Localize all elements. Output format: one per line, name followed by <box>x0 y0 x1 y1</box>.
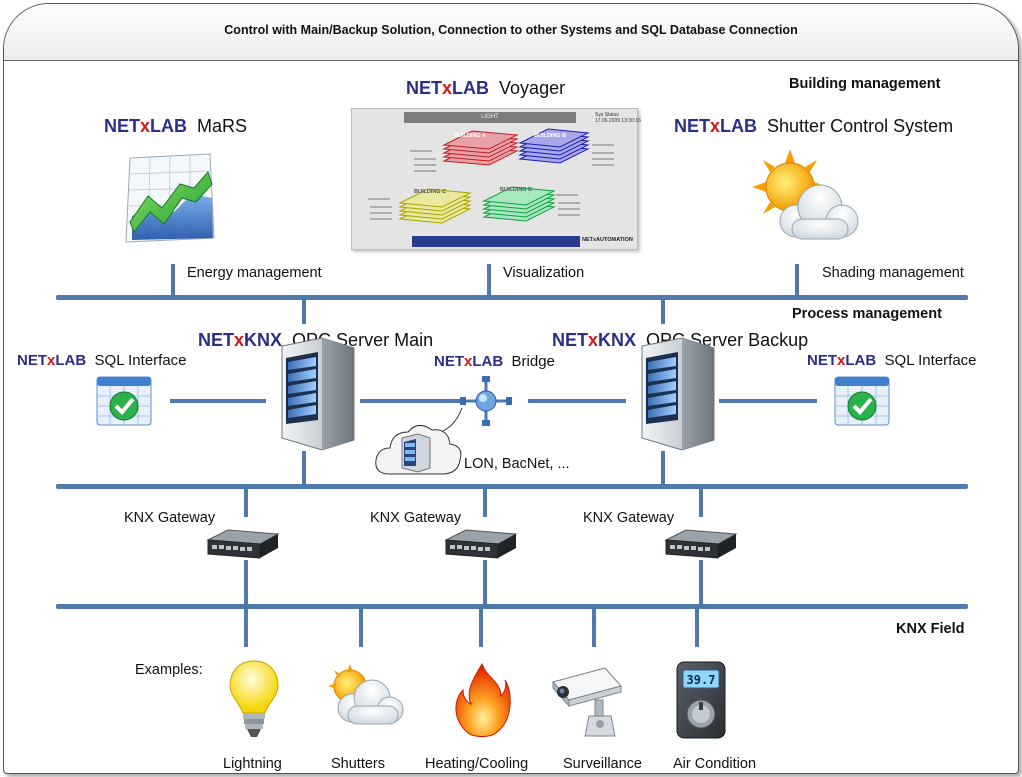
device-label-air-condition: Air Condition <box>673 756 757 772</box>
header-title: Control with Main/Backup Solution, Conne… <box>224 23 798 37</box>
gateway2-label: KNX Gateway <box>370 510 462 526</box>
device-label-surveillance: Surveillance <box>563 756 642 772</box>
lightning-drop <box>244 607 248 647</box>
flame-icon <box>455 662 511 737</box>
sql-right-title: NETxLAB SQL Interface <box>807 352 977 369</box>
gateway2-switch-icon <box>444 529 518 559</box>
header-bar: Control with Main/Backup Solution, Conne… <box>4 4 1018 61</box>
sql-check-icon-right <box>834 376 890 426</box>
device-label-heating-cooling: Heating/Cooling <box>425 756 529 772</box>
gateway3-switch-icon <box>664 529 738 559</box>
aircon-drop <box>695 607 699 647</box>
gateway3-downlink <box>699 560 703 604</box>
bridge-title: NETxLAB Bridge <box>434 353 555 370</box>
voyager-screenshot: LIGHT Sys Status 17.06.2009 13:30:16 <box>351 108 641 250</box>
process-bus <box>56 484 968 489</box>
surveillance-camera-icon <box>552 667 622 737</box>
section-process-management: Process management <box>792 306 942 322</box>
network-cloud-icon <box>375 407 463 475</box>
opc-main-uplink <box>302 298 306 324</box>
voyager-toolbar <box>412 236 580 247</box>
opc-backup-uplink <box>661 298 665 324</box>
gateway1-downlink <box>244 560 248 604</box>
gateway2-uplink <box>483 487 487 517</box>
visualization-link <box>487 264 491 297</box>
shutters-drop <box>359 607 363 647</box>
opc-backup-downlink <box>661 451 665 486</box>
voyager-status: Sys Status 17.06.2009 13:30:16 <box>595 112 641 124</box>
main-bridge-link <box>360 399 460 403</box>
surveillance-drop <box>592 607 596 647</box>
heating-drop <box>479 607 483 647</box>
shutter-name: Shutter Control System <box>767 116 954 136</box>
energy-link <box>171 264 175 297</box>
gateway3-label: KNX Gateway <box>583 510 675 526</box>
mars-title: NETxLAB MaRS <box>104 116 247 137</box>
energy-management-label: Energy management <box>187 265 322 281</box>
visualization-label: Visualization <box>503 265 585 281</box>
opc-main-title: NETxKNX OPC Server Main <box>198 330 433 351</box>
voyager-building-b: BUILDING B <box>534 133 567 139</box>
netxlab-logo-mars: NETxLAB <box>104 116 188 136</box>
device-label-shutters: Shutters <box>331 756 385 772</box>
sql-right-name: SQL Interface <box>884 352 977 369</box>
voyager-footer-brand: NETxAUTOMATION <box>582 237 633 243</box>
mars-name: MaRS <box>197 116 248 136</box>
sql-left-title: NETxLAB SQL Interface <box>17 352 187 369</box>
shading-management-label: Shading management <box>822 265 964 281</box>
shutters-weather-icon <box>328 664 404 725</box>
netxknx-logo-main: NETxKNX <box>198 330 283 350</box>
opc-main-downlink <box>302 451 306 486</box>
sql-right-link <box>719 399 817 403</box>
voyager-building-d: BUILDING D <box>500 187 533 193</box>
gateway1-label: KNX Gateway <box>124 510 216 526</box>
sql-left-name: SQL Interface <box>94 352 187 369</box>
device-label-lightning: Lightning <box>223 756 282 772</box>
sun-cloud-icon <box>752 149 859 240</box>
netxlab-logo-voyager: NETxLAB <box>406 78 490 98</box>
section-building-management: Building management <box>789 76 941 92</box>
section-knx-field: KNX Field <box>896 621 965 637</box>
examples-label: Examples: <box>135 662 203 678</box>
chart-icon <box>125 153 215 243</box>
bridge-name: Bridge <box>511 353 555 370</box>
knx-field-bus <box>56 604 968 609</box>
voyager-name: Voyager <box>499 78 566 98</box>
building-management-bus <box>56 295 968 300</box>
gateway2-downlink <box>483 560 487 604</box>
thermostat-display: 39.7 <box>686 673 716 687</box>
shading-link <box>795 264 799 297</box>
opc-main-server-icon <box>281 337 355 451</box>
gateway1-switch-icon <box>206 529 280 559</box>
building-stack-graphic <box>368 128 614 224</box>
shutter-title: NETxLAB Shutter Control System <box>674 116 953 137</box>
voyager-title: NETxLAB Voyager <box>406 78 565 99</box>
thermostat-icon <box>676 661 726 739</box>
light-bulb-icon <box>229 660 279 737</box>
bridge-hub-icon <box>460 376 512 426</box>
netxlab-logo-sql-right: NETxLAB <box>807 352 877 369</box>
gateway3-uplink <box>699 487 703 517</box>
netxlab-logo-sql-left: NETxLAB <box>17 352 87 369</box>
opc-backup-server-icon <box>641 337 715 451</box>
bridge-backup-link <box>528 399 626 403</box>
sql-check-icon-left <box>96 376 152 426</box>
diagram-frame: Control with Main/Backup Solution, Conne… <box>3 3 1019 774</box>
netxknx-logo-backup: NETxKNX <box>552 330 637 350</box>
gateway1-uplink <box>244 487 248 517</box>
netxlab-logo-shutter: NETxLAB <box>674 116 758 136</box>
sql-left-link <box>170 399 266 403</box>
voyager-building-c: BUILDING C <box>414 189 447 195</box>
voyager-building-a: BUILDING A <box>454 133 486 139</box>
netxlab-logo-bridge: NETxLAB <box>434 353 504 370</box>
cloud-label: LON, BacNet, ... <box>464 456 570 472</box>
voyager-screen-header: LIGHT <box>404 112 576 123</box>
